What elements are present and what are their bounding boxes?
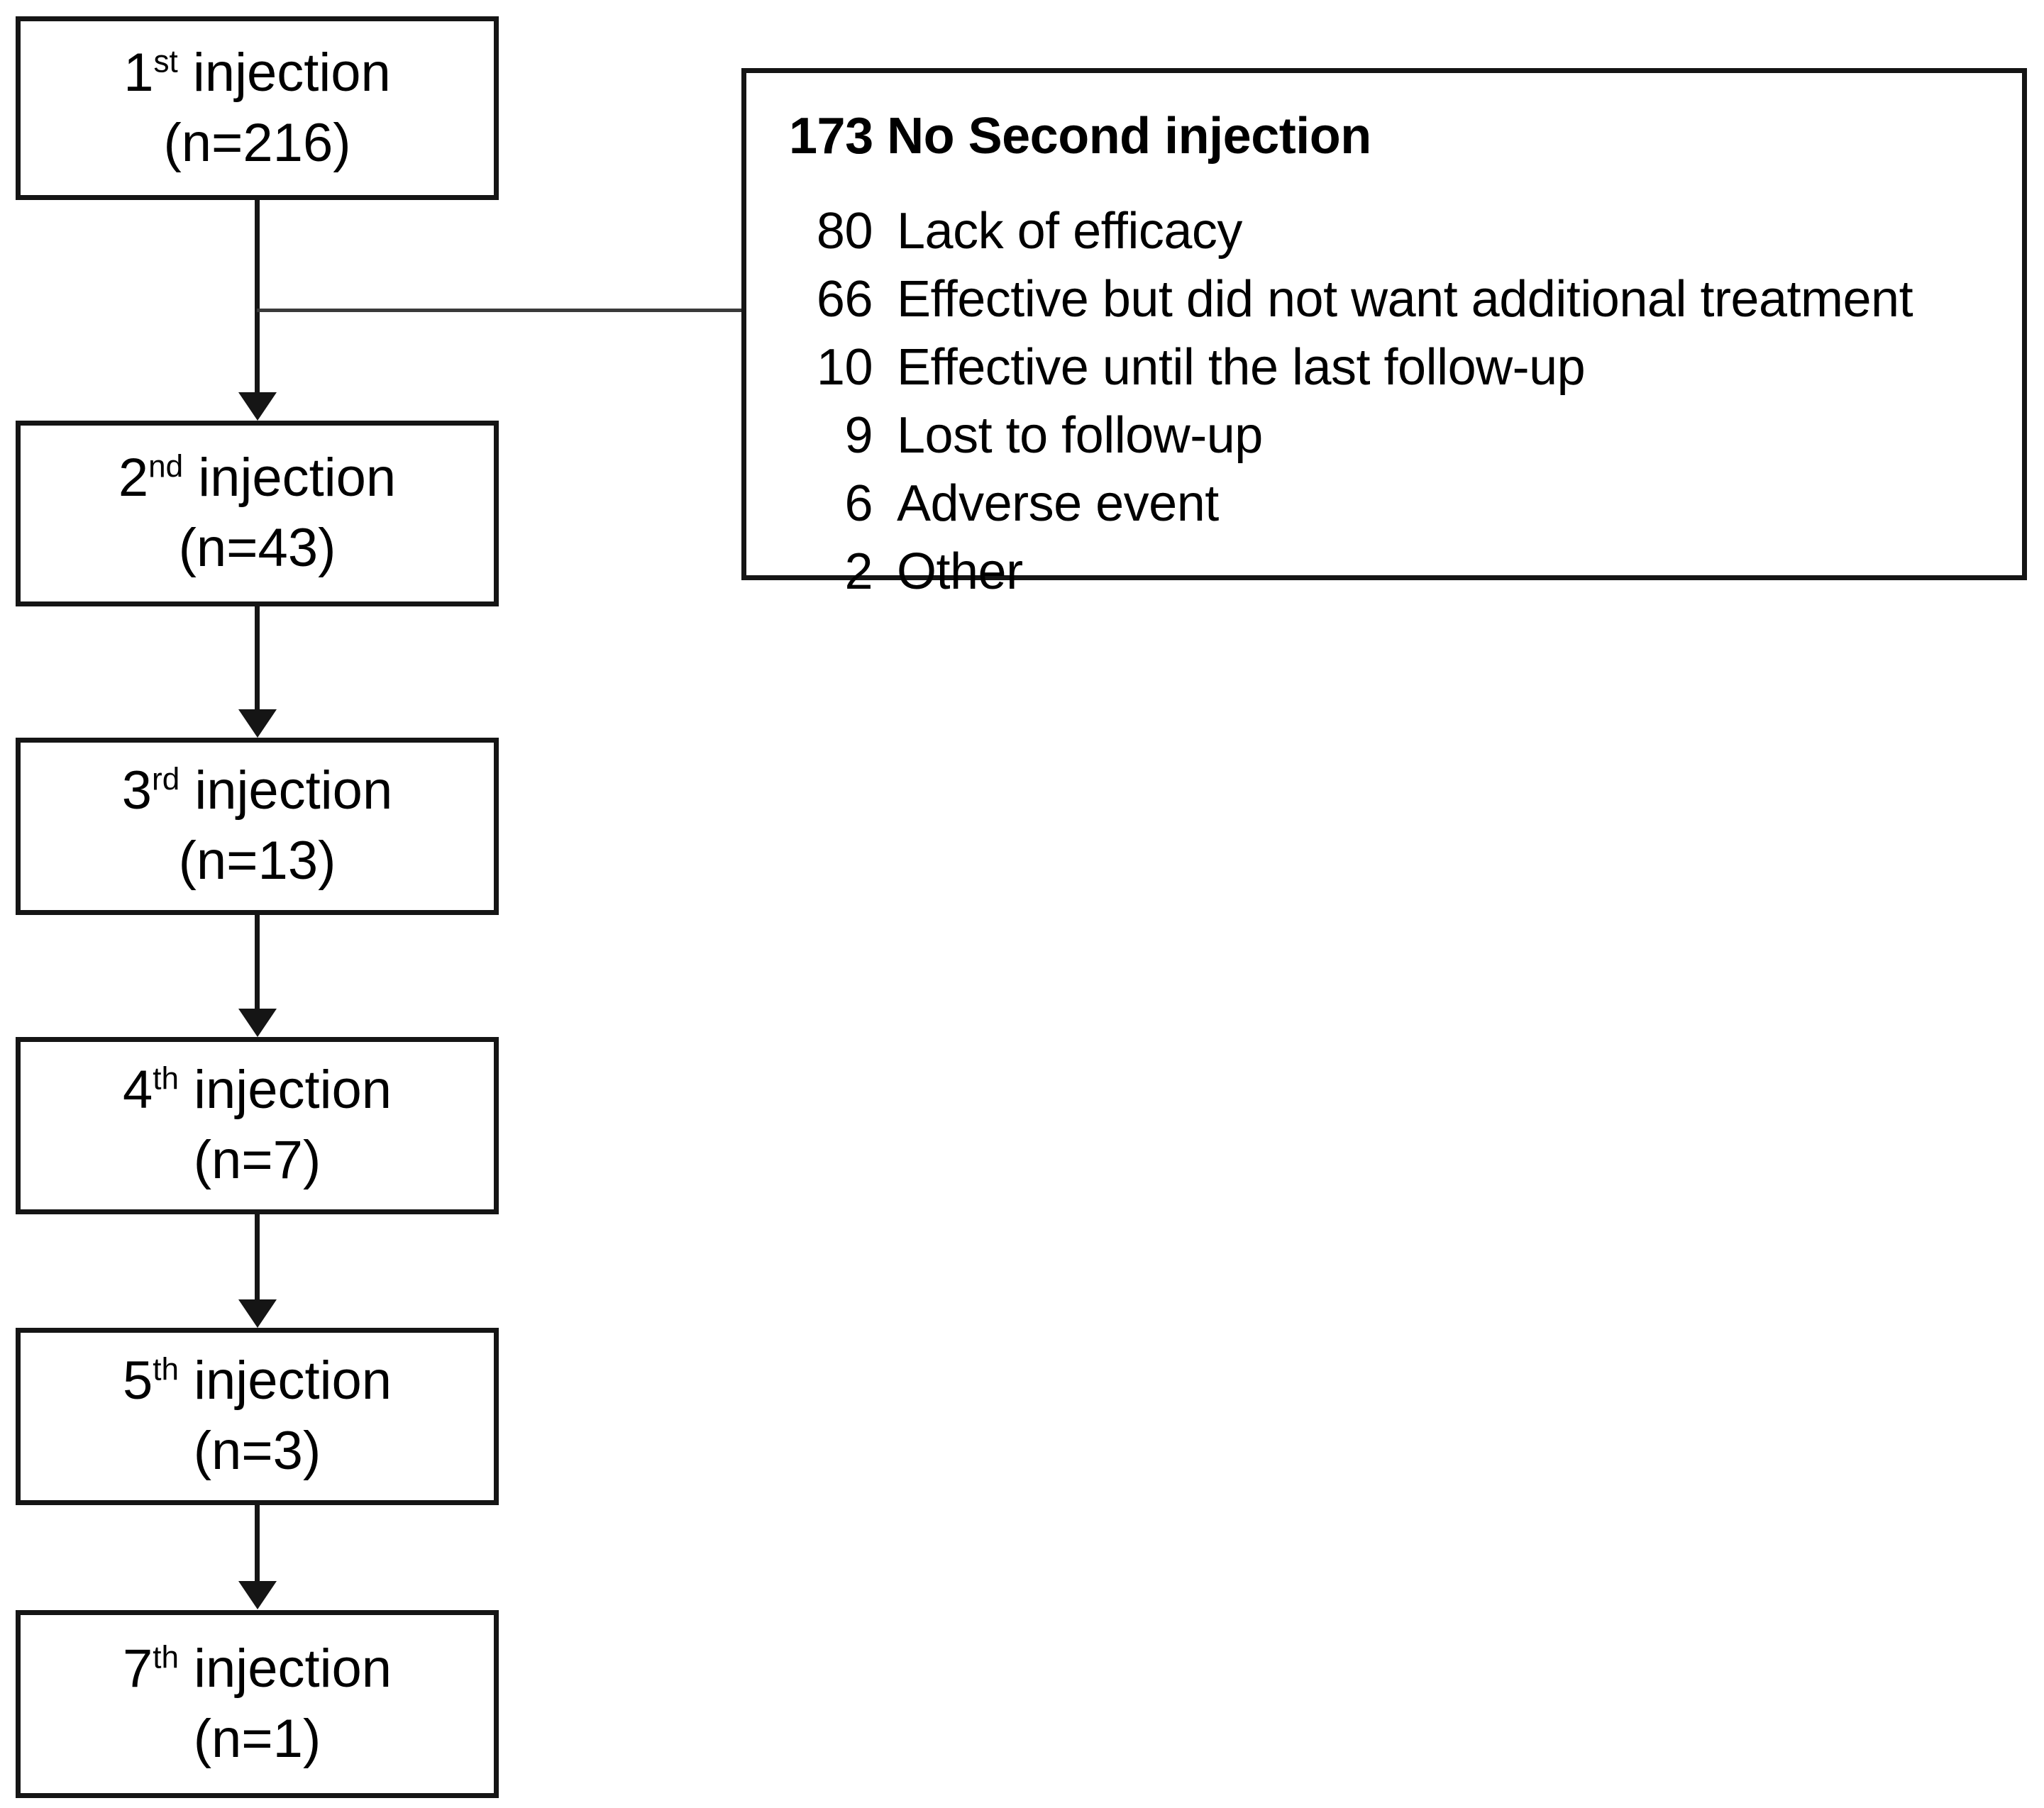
dropout-reason-label: Other [897, 543, 1023, 600]
connector-line-dropout-branch [257, 309, 744, 312]
dropout-reason-count: 6 [844, 475, 873, 532]
connector-line-1-to-2 [255, 200, 260, 395]
dropout-reason-label: Lack of efficacy [897, 203, 1242, 260]
flow-box-injection-5: 5th injection (n=3) [16, 1328, 499, 1505]
flow-box-5-ordinal-number: 5 [122, 1351, 153, 1412]
connector-arrow-2-to-3 [238, 709, 277, 738]
flow-box-injection-2: 2nd injection (n=43) [16, 421, 499, 606]
flow-box-3-ordinal-suffix: rd [152, 762, 180, 797]
dropout-reason-label: Effective but did not want additional tr… [897, 271, 1913, 328]
dropout-reason-count: 9 [844, 407, 873, 464]
flow-box-5-ordinal-suffix: th [153, 1352, 179, 1387]
dropout-reasons-box: 173 No Second injection 80 Lack of effic… [741, 68, 2027, 600]
flow-box-4-ordinal-suffix: th [153, 1061, 179, 1097]
flow-box-injection-3: 3rd injection (n=13) [16, 738, 499, 915]
flow-box-2-title: 2nd injection [118, 445, 396, 511]
dropout-reason-row: 9 Lost to follow-up [789, 406, 2022, 465]
flow-box-2-ordinal-suffix: nd [148, 449, 184, 484]
flow-box-4-title: 4th injection [123, 1058, 392, 1124]
flow-box-2-label: injection [198, 448, 397, 509]
flow-box-injection-7: 7th injection (n=1) [16, 1610, 499, 1798]
flow-box-7-ordinal-number: 7 [122, 1638, 153, 1699]
flow-box-7-label: injection [194, 1638, 392, 1699]
connector-arrow-1-to-2 [238, 392, 277, 421]
flow-box-2-ordinal-number: 2 [118, 448, 149, 509]
flow-box-1-title: 1st injection [123, 40, 391, 106]
flow-box-3-title: 3rd injection [122, 758, 392, 824]
flow-box-7-count: (n=1) [193, 1708, 321, 1769]
dropout-title: 173 No Second injection [789, 108, 1371, 165]
dropout-reason-row: 66 Effective but did not want additional… [789, 270, 2022, 328]
flow-box-5-title: 5th injection [123, 1348, 392, 1414]
dropout-reason-count: 80 [816, 203, 873, 260]
connector-line-3-to-4 [255, 915, 260, 1011]
flow-box-5-count: (n=3) [193, 1421, 321, 1481]
flow-box-4-count: (n=7) [193, 1130, 321, 1190]
dropout-reason-count: 10 [816, 339, 873, 396]
dropout-reason-label: Lost to follow-up [897, 407, 1263, 464]
connector-arrow-5-to-7 [238, 1581, 277, 1609]
flow-box-5-label: injection [194, 1351, 392, 1412]
dropout-reason-row: 10 Effective until the last follow-up [789, 338, 2022, 396]
dropout-reason-row: 6 Adverse event [789, 475, 2022, 533]
dropout-reason-label: Effective until the last follow-up [897, 339, 1586, 396]
flow-box-3-count: (n=13) [178, 831, 336, 891]
dropout-reason-row: 80 Lack of efficacy [789, 202, 2022, 260]
connector-line-5-to-7 [255, 1505, 260, 1583]
dropout-reason-label: Adverse event [897, 475, 1219, 532]
flow-box-1-ordinal-number: 1 [123, 42, 154, 103]
connector-arrow-3-to-4 [238, 1009, 277, 1037]
flow-box-4-label: injection [194, 1060, 392, 1121]
flow-box-7-ordinal-suffix: th [153, 1640, 179, 1675]
flow-box-1-ordinal-suffix: st [153, 44, 178, 79]
flow-box-3-ordinal-number: 3 [121, 760, 153, 821]
flow-box-1-label: injection [192, 42, 391, 103]
flow-box-7-title: 7th injection [123, 1636, 392, 1702]
dropout-reason-count: 2 [844, 543, 873, 600]
flow-box-injection-4: 4th injection (n=7) [16, 1037, 499, 1214]
flow-box-2-count: (n=43) [178, 518, 336, 578]
dropout-reason-count: 66 [816, 271, 873, 328]
dropout-reason-row: 2 Other [789, 543, 2022, 601]
flow-box-1-count: (n=216) [163, 112, 351, 173]
flow-box-4-ordinal-number: 4 [122, 1060, 153, 1121]
connector-arrow-4-to-5 [238, 1299, 277, 1328]
connector-line-4-to-5 [255, 1214, 260, 1302]
flow-box-injection-1: 1st injection (n=216) [16, 16, 499, 200]
connector-line-2-to-3 [255, 606, 260, 711]
flow-box-3-label: injection [194, 760, 393, 821]
